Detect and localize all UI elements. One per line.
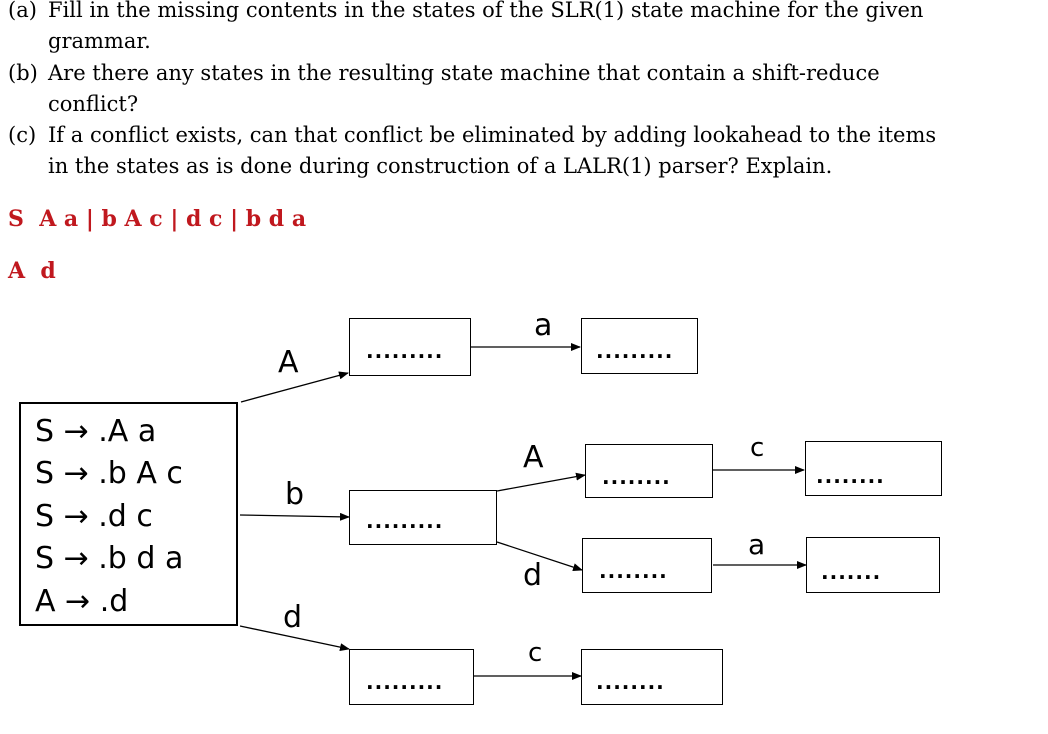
placeholder-dots: ........ [816,464,885,488]
state-after-d: ......... [349,649,474,705]
edge-b-A [496,472,586,492]
edge-label-c-bottom: c [528,638,543,668]
state-after-b-A: ........ [585,444,713,498]
edge-0-d [239,625,350,652]
placeholder-dots: ......... [596,339,674,363]
edge-label-A-mid: A [523,440,544,475]
state-0-box: S → .A a S → .b A c S → .d c S → .b d a … [19,402,238,626]
grammar-rule-s: S A a | b A c | d c | b d a [8,206,307,232]
state-after-d-c: ........ [581,649,723,705]
placeholder-dots: ....... [821,560,882,584]
placeholder-dots: ......... [366,509,444,533]
placeholder-dots: ........ [599,559,668,583]
edge-label-d: d [283,600,303,635]
state-after-b: ......... [349,490,497,545]
question-c-label: (c) [8,123,37,147]
question-a: (a) Fill in the missing contents in the s… [8,0,1028,57]
question-a-line2: grammar. [48,29,151,53]
placeholder-dots: ........ [602,465,671,489]
question-c-line2: in the states as is done during construc… [48,154,833,178]
edge-label-d-mid: d [523,558,543,593]
state-0-item: S → .d c [35,499,153,534]
edge-label-a: a [534,308,553,343]
question-b-line1: Are there any states in the resulting st… [48,61,880,85]
question-b: (b) Are there any states in the resulting… [8,58,1028,120]
state-after-A-a: ......... [581,318,698,374]
placeholder-dots: ......... [366,339,444,363]
question-a-line1: Fill in the missing contents in the stat… [48,0,924,22]
edge-0-b [239,512,350,521]
question-b-line2: conflict? [48,92,139,116]
edge-label-c-right: c [750,433,765,463]
grammar-rule-a: A d [8,258,56,284]
state-after-b-A-c: ........ [805,441,942,496]
state-0-item: A → .d [35,584,129,619]
state-after-A: ......... [349,318,471,376]
state-0-item: S → .b A c [35,456,183,491]
edge-label-A: A [278,345,299,380]
placeholder-dots: ........ [596,670,665,694]
question-b-label: (b) [8,61,38,85]
edge-label-b: b [285,477,305,512]
state-after-b-d: ........ [582,538,712,593]
question-c-line1: If a conflict exists, can that conflict … [48,123,937,147]
placeholder-dots: ......... [366,670,444,694]
edge-label-a-right: a [748,528,766,561]
edge-0-A [240,371,349,403]
question-a-label: (a) [8,0,37,22]
question-c: (c) If a conflict exists, can that confli… [8,120,1028,182]
state-0-item: S → .A a [35,414,157,449]
edge-b-d [496,541,583,571]
state-0-item: S → .b d a [35,541,184,576]
state-after-b-d-a: ....... [806,537,940,593]
